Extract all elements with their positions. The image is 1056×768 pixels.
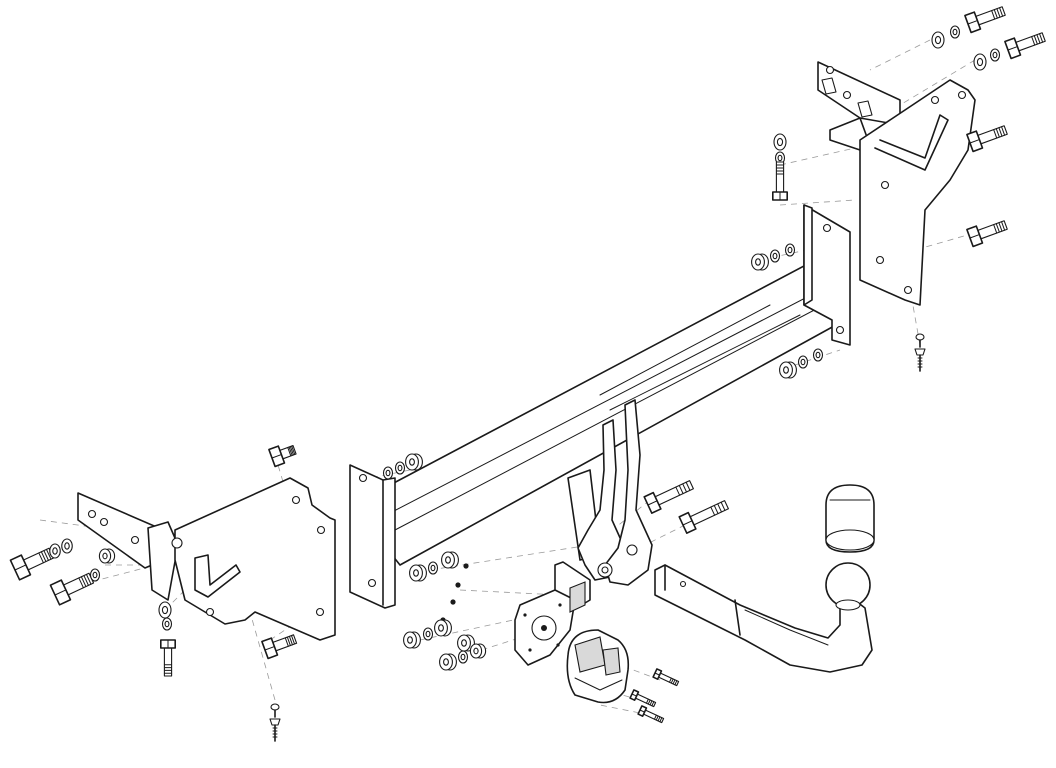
- washer: [784, 243, 796, 257]
- washer: [812, 348, 824, 362]
- detachable-tow-ball-neck: [654, 562, 873, 673]
- washer: [949, 25, 961, 39]
- washer: [797, 355, 809, 369]
- bolt: [160, 639, 176, 677]
- small-nut: [463, 563, 469, 569]
- nut: [441, 551, 459, 569]
- nut: [751, 253, 769, 271]
- left-end-plate: [349, 464, 396, 609]
- nut: [434, 619, 452, 637]
- socket-mounting-plate: [514, 561, 591, 666]
- bolt: [9, 547, 55, 581]
- crossbar-tube: [389, 247, 846, 566]
- nut: [98, 548, 116, 564]
- washer: [158, 601, 172, 619]
- right-mounting-bracket: [817, 61, 976, 306]
- washer: [422, 627, 434, 641]
- washer: [973, 53, 987, 71]
- nut: [409, 564, 427, 582]
- washer: [427, 561, 439, 575]
- washer: [773, 133, 787, 151]
- bolt: [49, 572, 95, 606]
- nut: [469, 643, 487, 659]
- nut: [779, 361, 797, 379]
- bolt: [966, 125, 1008, 153]
- rivet-nut: [914, 333, 926, 372]
- bolt: [261, 634, 298, 660]
- nut: [403, 631, 421, 649]
- washer: [457, 650, 469, 664]
- small-nut: [450, 599, 456, 605]
- bolt: [1004, 32, 1046, 60]
- washer: [61, 538, 73, 554]
- washer: [989, 48, 1001, 62]
- bolt: [771, 161, 789, 201]
- washer: [931, 31, 945, 49]
- bolt: [966, 220, 1008, 248]
- washer: [161, 617, 173, 631]
- bolt: [629, 689, 657, 708]
- bolt: [637, 705, 665, 724]
- bolt: [652, 668, 680, 687]
- left-mounting-bracket: [77, 477, 336, 641]
- washer: [49, 543, 61, 559]
- washer: [394, 461, 406, 475]
- nut: [405, 453, 423, 471]
- electrical-socket: [566, 629, 630, 704]
- bolt: [268, 445, 297, 468]
- nut: [439, 653, 457, 671]
- right-end-plate: [803, 204, 851, 346]
- center-support-plates: [567, 399, 653, 586]
- bolt: [643, 480, 694, 514]
- fasteners-group: [9, 6, 1046, 742]
- bolt: [964, 6, 1006, 34]
- small-nut: [455, 582, 461, 588]
- washer: [769, 249, 781, 263]
- washer: [382, 466, 394, 480]
- washer: [89, 568, 101, 582]
- rivet-nut: [269, 703, 281, 742]
- tow-ball-cover-cap: [825, 484, 875, 553]
- bolt: [678, 500, 729, 534]
